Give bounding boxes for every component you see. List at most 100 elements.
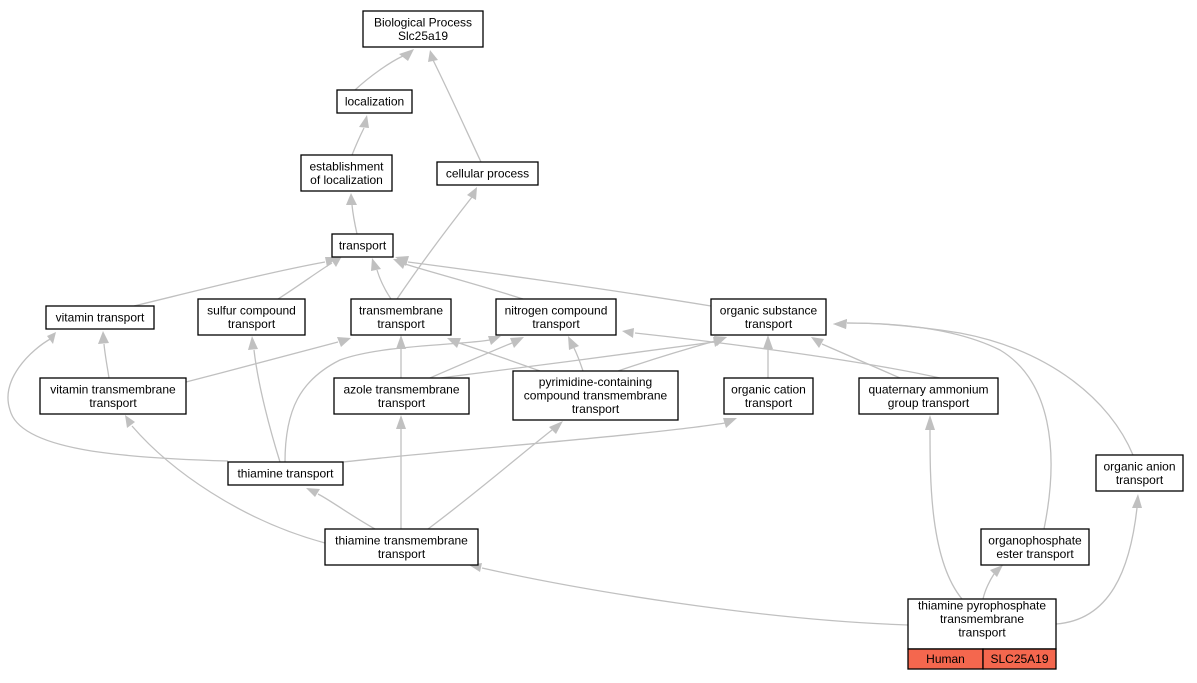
edge-tpp-oan: [1055, 507, 1138, 625]
edge-thia-ocat: [342, 422, 726, 463]
node-trans[interactable]: transport: [331, 233, 394, 258]
node-label: transport: [572, 402, 620, 416]
node-box: [980, 528, 1090, 566]
node-label: thiamine pyrophosphate: [918, 599, 1046, 613]
node-label: transport: [1116, 473, 1164, 487]
node-box: [362, 10, 484, 48]
node-label: compound transmembrane: [524, 389, 668, 403]
arrowhead-tm-cell: [467, 187, 477, 200]
node-label: ester transport: [996, 547, 1074, 561]
node-box: [907, 598, 1057, 650]
node-label: organic cation: [731, 382, 806, 396]
edge-pyr-tm: [458, 342, 541, 372]
node-label: nitrogen compound: [505, 303, 608, 317]
arrowhead-cell-bp: [428, 50, 438, 62]
node-box: [197, 298, 306, 336]
arrowhead-loc-bp: [399, 49, 414, 61]
node-label: transport: [378, 396, 426, 410]
node-label: cellular process: [446, 167, 529, 181]
edge-oan-org: [846, 322, 1134, 456]
node-label: organophosphate: [988, 533, 1082, 547]
node-label: pyrimidine-containing: [539, 375, 652, 389]
arrowhead-vtm-tm: [337, 337, 351, 347]
arrowhead-sulf-trans: [330, 256, 342, 267]
edge-vtm-tm: [185, 341, 339, 383]
arrowhead-tpp-opes: [990, 565, 1003, 577]
node-label: of localization: [310, 173, 383, 187]
edge-pyr-nit: [573, 347, 584, 372]
arrowhead-est-loc: [359, 115, 369, 128]
node-box: [710, 298, 827, 336]
node-label: organic anion: [1103, 459, 1175, 473]
node-thia[interactable]: thiamine transport: [227, 461, 344, 486]
node-label: transport: [958, 626, 1006, 640]
node-label: transport: [228, 317, 276, 331]
node-loc[interactable]: localization: [336, 89, 413, 114]
arrowhead-quat-org: [811, 337, 824, 348]
edge-thia-sulf: [253, 349, 281, 463]
edge-tpp-opes: [982, 573, 995, 600]
edge-layer: [7, 49, 1142, 626]
edge-org-trans: [407, 261, 712, 307]
arrowhead-thtm-thia: [306, 488, 320, 497]
node-label: vitamin transport: [56, 311, 145, 325]
edge-pyr-org: [617, 340, 716, 372]
node-box: [300, 154, 393, 192]
node-label: organic substance: [720, 303, 818, 317]
edge-nit-trans: [404, 263, 524, 300]
node-label: transport: [339, 239, 387, 253]
node-label: Biological Process: [374, 15, 472, 29]
node-tpp[interactable]: thiamine pyrophosphatetransmembranetrans…: [907, 598, 1057, 650]
node-box: [336, 89, 413, 114]
edge-sulf-trans: [277, 262, 333, 300]
arrowhead-pyr-nit: [568, 336, 579, 350]
arrowhead-azole-tm: [396, 335, 406, 349]
node-label: transport: [745, 317, 793, 331]
node-box: [350, 298, 452, 336]
node-box: [227, 461, 344, 486]
annotation-gene-cell: [982, 648, 1057, 670]
node-label: establishment: [309, 159, 384, 173]
node-label: vitamin transmembrane: [50, 382, 176, 396]
node-box: [723, 377, 814, 415]
node-label: transport: [745, 396, 793, 410]
node-box: [495, 298, 617, 336]
arrowhead-trans-est: [346, 193, 357, 205]
node-label: transport: [89, 396, 137, 410]
node-label: thiamine transport: [237, 467, 334, 481]
arrowhead-quat-nit: [622, 328, 634, 338]
edge-trans-est: [351, 204, 358, 235]
node-box: [324, 528, 479, 566]
node-label: Slc25a19: [398, 29, 448, 43]
node-label: azole transmembrane: [343, 382, 459, 396]
node-label: transmembrane: [359, 303, 443, 317]
node-cell[interactable]: cellular process: [436, 161, 539, 186]
edge-cell-bp: [432, 59, 482, 163]
edge-thtm-vtm: [131, 425, 326, 544]
node-box: [331, 233, 394, 258]
arrowhead-tpp-quat: [925, 415, 935, 430]
node-vit[interactable]: vitamin transport: [45, 305, 155, 330]
edge-quat-nit: [634, 332, 941, 379]
node-box: [1095, 454, 1184, 492]
arrowhead-thtm-pyr: [549, 421, 563, 434]
node-label: group transport: [888, 396, 970, 410]
annotation-species: Human: [926, 652, 965, 666]
arrowhead-thia-ocat: [723, 418, 737, 428]
arrowhead-thtm-vtm: [125, 415, 135, 428]
